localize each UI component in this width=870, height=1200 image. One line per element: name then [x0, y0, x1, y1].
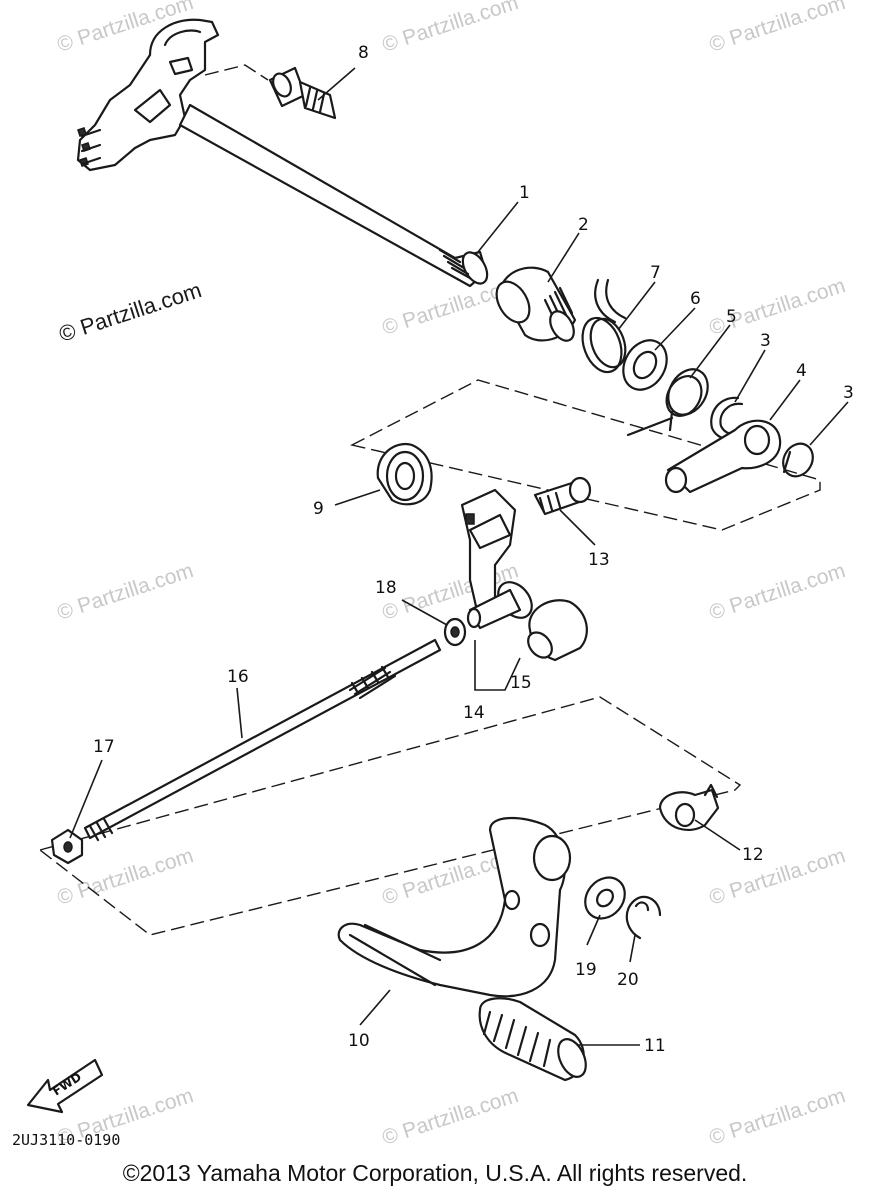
- part-clip-20: [625, 895, 662, 940]
- callout-14: 14: [463, 703, 485, 723]
- part-joint-12: [658, 783, 720, 832]
- callout-6: 6: [690, 289, 701, 309]
- part-pedal-10: [337, 816, 572, 998]
- watermark: © Partzilla.com: [54, 559, 196, 625]
- callout-8: 8: [358, 43, 369, 63]
- callout-11: 11: [644, 1036, 666, 1056]
- callout-12: 12: [742, 845, 764, 865]
- callout-10: 10: [348, 1031, 370, 1051]
- part-bolt-8: [268, 66, 337, 120]
- callout-1: 1: [519, 183, 530, 203]
- part-collar-2: [495, 266, 577, 342]
- callout-3a: 3: [760, 331, 771, 351]
- watermark: © Partzilla.com: [706, 559, 848, 625]
- watermark-main: © Partzilla.com: [56, 277, 205, 347]
- callout-16: 16: [227, 667, 249, 687]
- callout-19: 19: [575, 960, 597, 980]
- shaft-bracket-link: [204, 64, 269, 81]
- watermark: © Partzilla.com: [706, 844, 848, 910]
- callout-5: 5: [726, 307, 737, 327]
- part-rubber-11: [478, 997, 587, 1082]
- lower-assembly-outline: [38, 696, 742, 936]
- part-nut-18: [443, 617, 467, 647]
- callout-9: 9: [313, 499, 324, 519]
- part-shift-shaft: [76, 18, 489, 288]
- callout-3b: 3: [843, 383, 854, 403]
- part-nut-17: [50, 828, 84, 865]
- part-circlip-3b: [782, 442, 814, 478]
- callout-17: 17: [93, 737, 115, 757]
- leader-lines: [69, 67, 849, 1046]
- part-torsion-spring-5: [626, 368, 709, 437]
- callout-15: 15: [510, 673, 532, 693]
- watermark: © Partzilla.com: [706, 0, 848, 57]
- part-lever-4: [664, 419, 782, 494]
- copyright-notice: ©2013 Yamaha Motor Corporation, U.S.A. A…: [122, 1160, 748, 1186]
- part-arm-14: [460, 488, 533, 630]
- part-bolt-13: [533, 476, 592, 516]
- callout-numbers: 1 2 3 3 4 5 6 7 8 9 10 11 12 13 14 15 16…: [93, 43, 854, 1056]
- part-rod-16: [83, 638, 442, 842]
- part-washer-6: [622, 339, 668, 391]
- watermark: © Partzilla.com: [379, 1084, 521, 1150]
- callout-13: 13: [588, 550, 610, 570]
- fwd-arrow: FWD: [26, 1058, 104, 1114]
- callout-4: 4: [796, 361, 807, 381]
- part-cap-15: [527, 599, 588, 662]
- part-washer-19: [584, 876, 626, 920]
- watermark: © Partzilla.com: [379, 0, 521, 57]
- upper-assembly-outline: [349, 379, 821, 531]
- callout-2: 2: [578, 215, 589, 235]
- part-bearing-9: [376, 442, 433, 506]
- callout-20: 20: [617, 970, 639, 990]
- part-code: 2UJ3110-0190: [12, 1131, 120, 1149]
- part-spring-7: [581, 278, 627, 374]
- assembly-outlines: [38, 64, 821, 936]
- callout-18: 18: [375, 578, 397, 598]
- watermark: © Partzilla.com: [706, 1084, 848, 1150]
- callout-7: 7: [650, 263, 661, 283]
